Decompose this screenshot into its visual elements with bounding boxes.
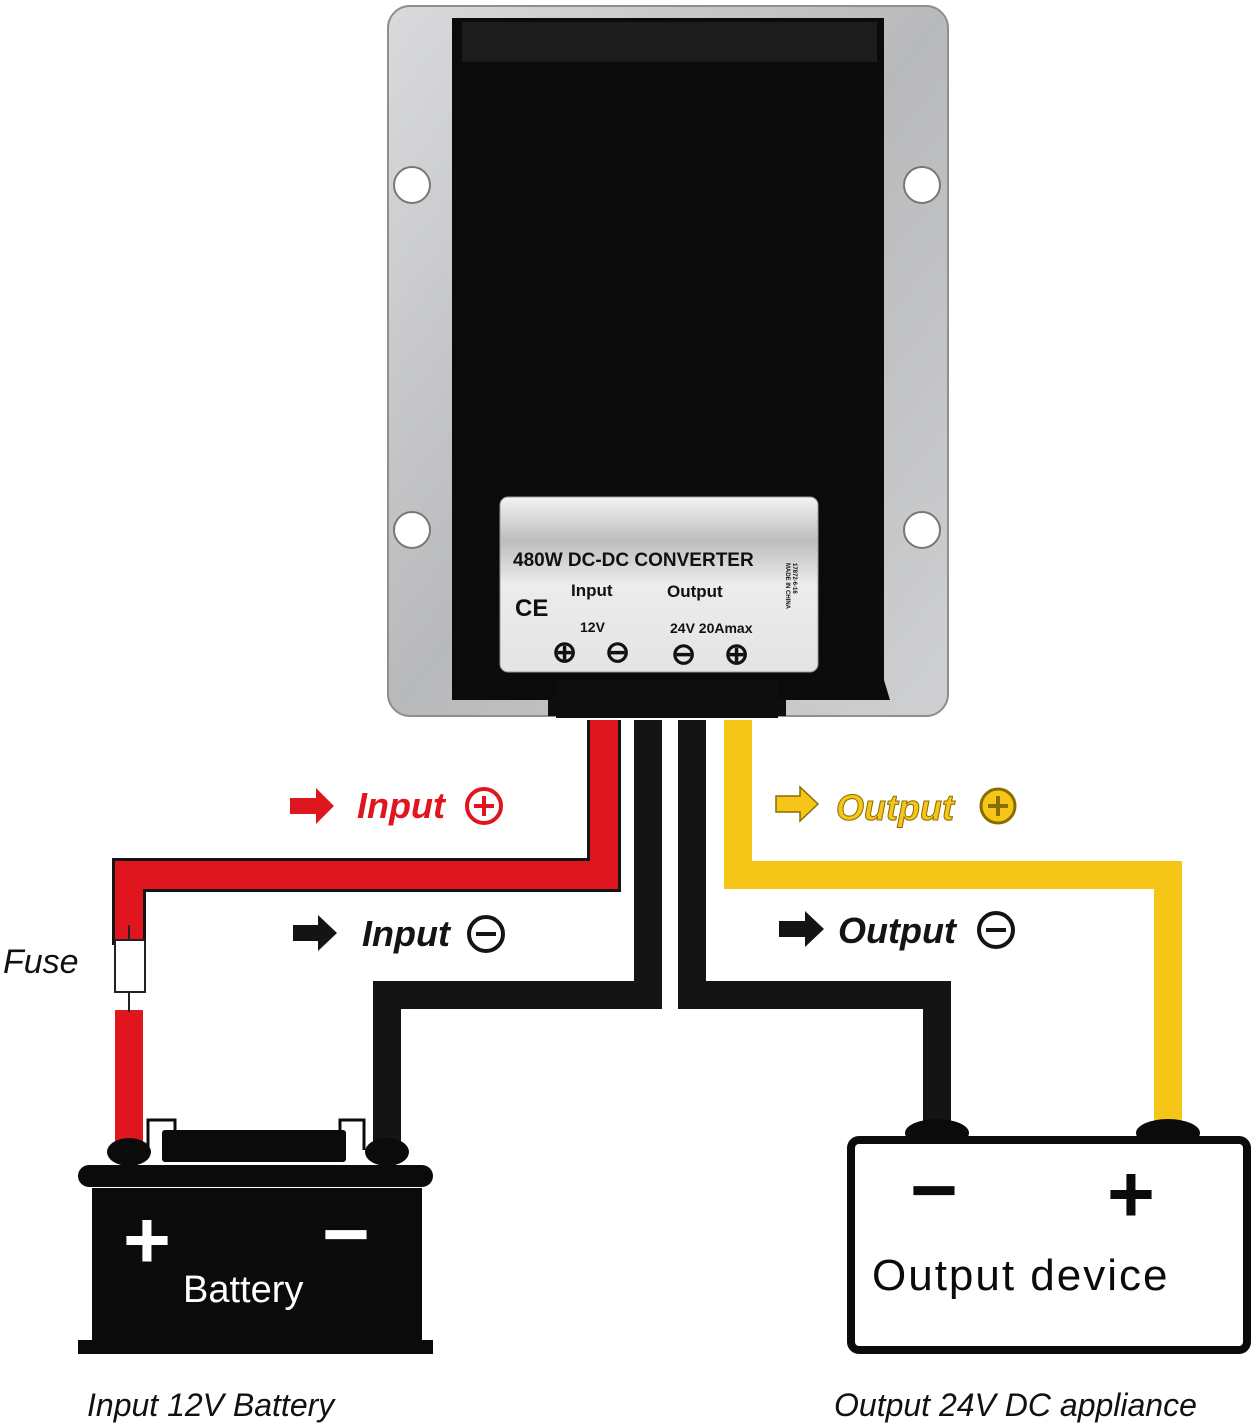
fuse: Fuse: [3, 925, 146, 1012]
arrow-right-icon: [293, 915, 337, 951]
converter-body-sheen: [462, 22, 877, 62]
wire-labels: Input Input Output Output: [290, 785, 1017, 954]
arrow-right-icon: [775, 785, 820, 823]
output-plus-text: Output: [836, 787, 956, 828]
mount-hole-bottom-left: [393, 511, 431, 549]
label-output-minus: Output: [779, 910, 1015, 951]
terminal-input-plus-icon: ⊕: [552, 636, 577, 669]
battery-top-plate: [78, 1165, 433, 1187]
wires: [112, 720, 1182, 1150]
sticker-input-label: Input: [571, 581, 613, 600]
sticker-side-text-1: 17872-6-16: [791, 563, 797, 594]
mount-hole-bottom-right: [903, 511, 941, 549]
wire-input-minus: [373, 720, 662, 1150]
cable-gland-tab-left: [548, 700, 568, 716]
minus-circle-icon: [977, 911, 1015, 949]
battery-body: [92, 1188, 422, 1340]
minus-circle-icon: [467, 915, 505, 953]
terminal-output-minus-icon: ⊖: [671, 638, 696, 671]
mount-hole-top-right: [903, 166, 941, 204]
wire-output-minus: [678, 720, 951, 1130]
fuse-label: Fuse: [3, 943, 79, 981]
device-body: [847, 1136, 1251, 1354]
input-plus-text: Input: [357, 785, 447, 826]
label-input-plus: Input: [290, 785, 503, 826]
cable-gland: [556, 680, 778, 718]
terminal-input-minus-icon: ⊖: [605, 636, 630, 669]
sticker-input-voltage: 12V: [580, 619, 606, 635]
label-sticker: 480W DC-DC CONVERTER Input Output CE 12V…: [499, 496, 819, 673]
battery-lid-bar: [162, 1130, 346, 1162]
terminal-output-plus-icon: ⊕: [724, 638, 749, 671]
input-minus-text: Input: [362, 913, 452, 954]
label-input-minus: Input: [293, 913, 505, 954]
label-output-plus: Output: [775, 785, 1017, 829]
battery-plus-symbol: +: [123, 1195, 171, 1286]
device-plus-symbol: +: [1107, 1149, 1155, 1240]
sticker-output-rating: 24V 20Amax: [670, 620, 753, 636]
output-minus-text: Output: [838, 910, 958, 951]
battery-label: Battery: [183, 1269, 303, 1311]
caption-right: Output 24V DC appliance: [834, 1387, 1197, 1423]
arrow-right-icon: [290, 788, 334, 824]
battery-terminal-right: [365, 1138, 409, 1166]
converter: 480W DC-DC CONVERTER Input Output CE 12V…: [387, 5, 949, 718]
ce-mark: CE: [515, 595, 548, 622]
wire-input-plus: [112, 720, 621, 945]
battery-base: [78, 1340, 433, 1354]
plus-circle-icon: [465, 787, 503, 825]
arrow-right-icon: [779, 911, 824, 947]
battery-terminal-left: [107, 1138, 151, 1166]
wire-output-plus: [724, 720, 1182, 1130]
sticker-output-label: Output: [667, 582, 723, 601]
output-device: − + Output device: [847, 1119, 1251, 1354]
battery-minus-symbol: −: [322, 1189, 370, 1280]
cable-gland-tab-right: [766, 700, 786, 716]
converter-title: 480W DC-DC CONVERTER: [513, 550, 754, 571]
caption-left: Input 12V Battery: [87, 1387, 336, 1423]
battery: + − Battery: [78, 1118, 433, 1354]
fuse-body: [114, 939, 146, 993]
device-minus-symbol: −: [910, 1145, 958, 1236]
mount-hole-top-left: [393, 166, 431, 204]
device-label: Output device: [872, 1251, 1170, 1300]
sticker-side-text-2: MADE IN CHINA: [784, 563, 790, 610]
